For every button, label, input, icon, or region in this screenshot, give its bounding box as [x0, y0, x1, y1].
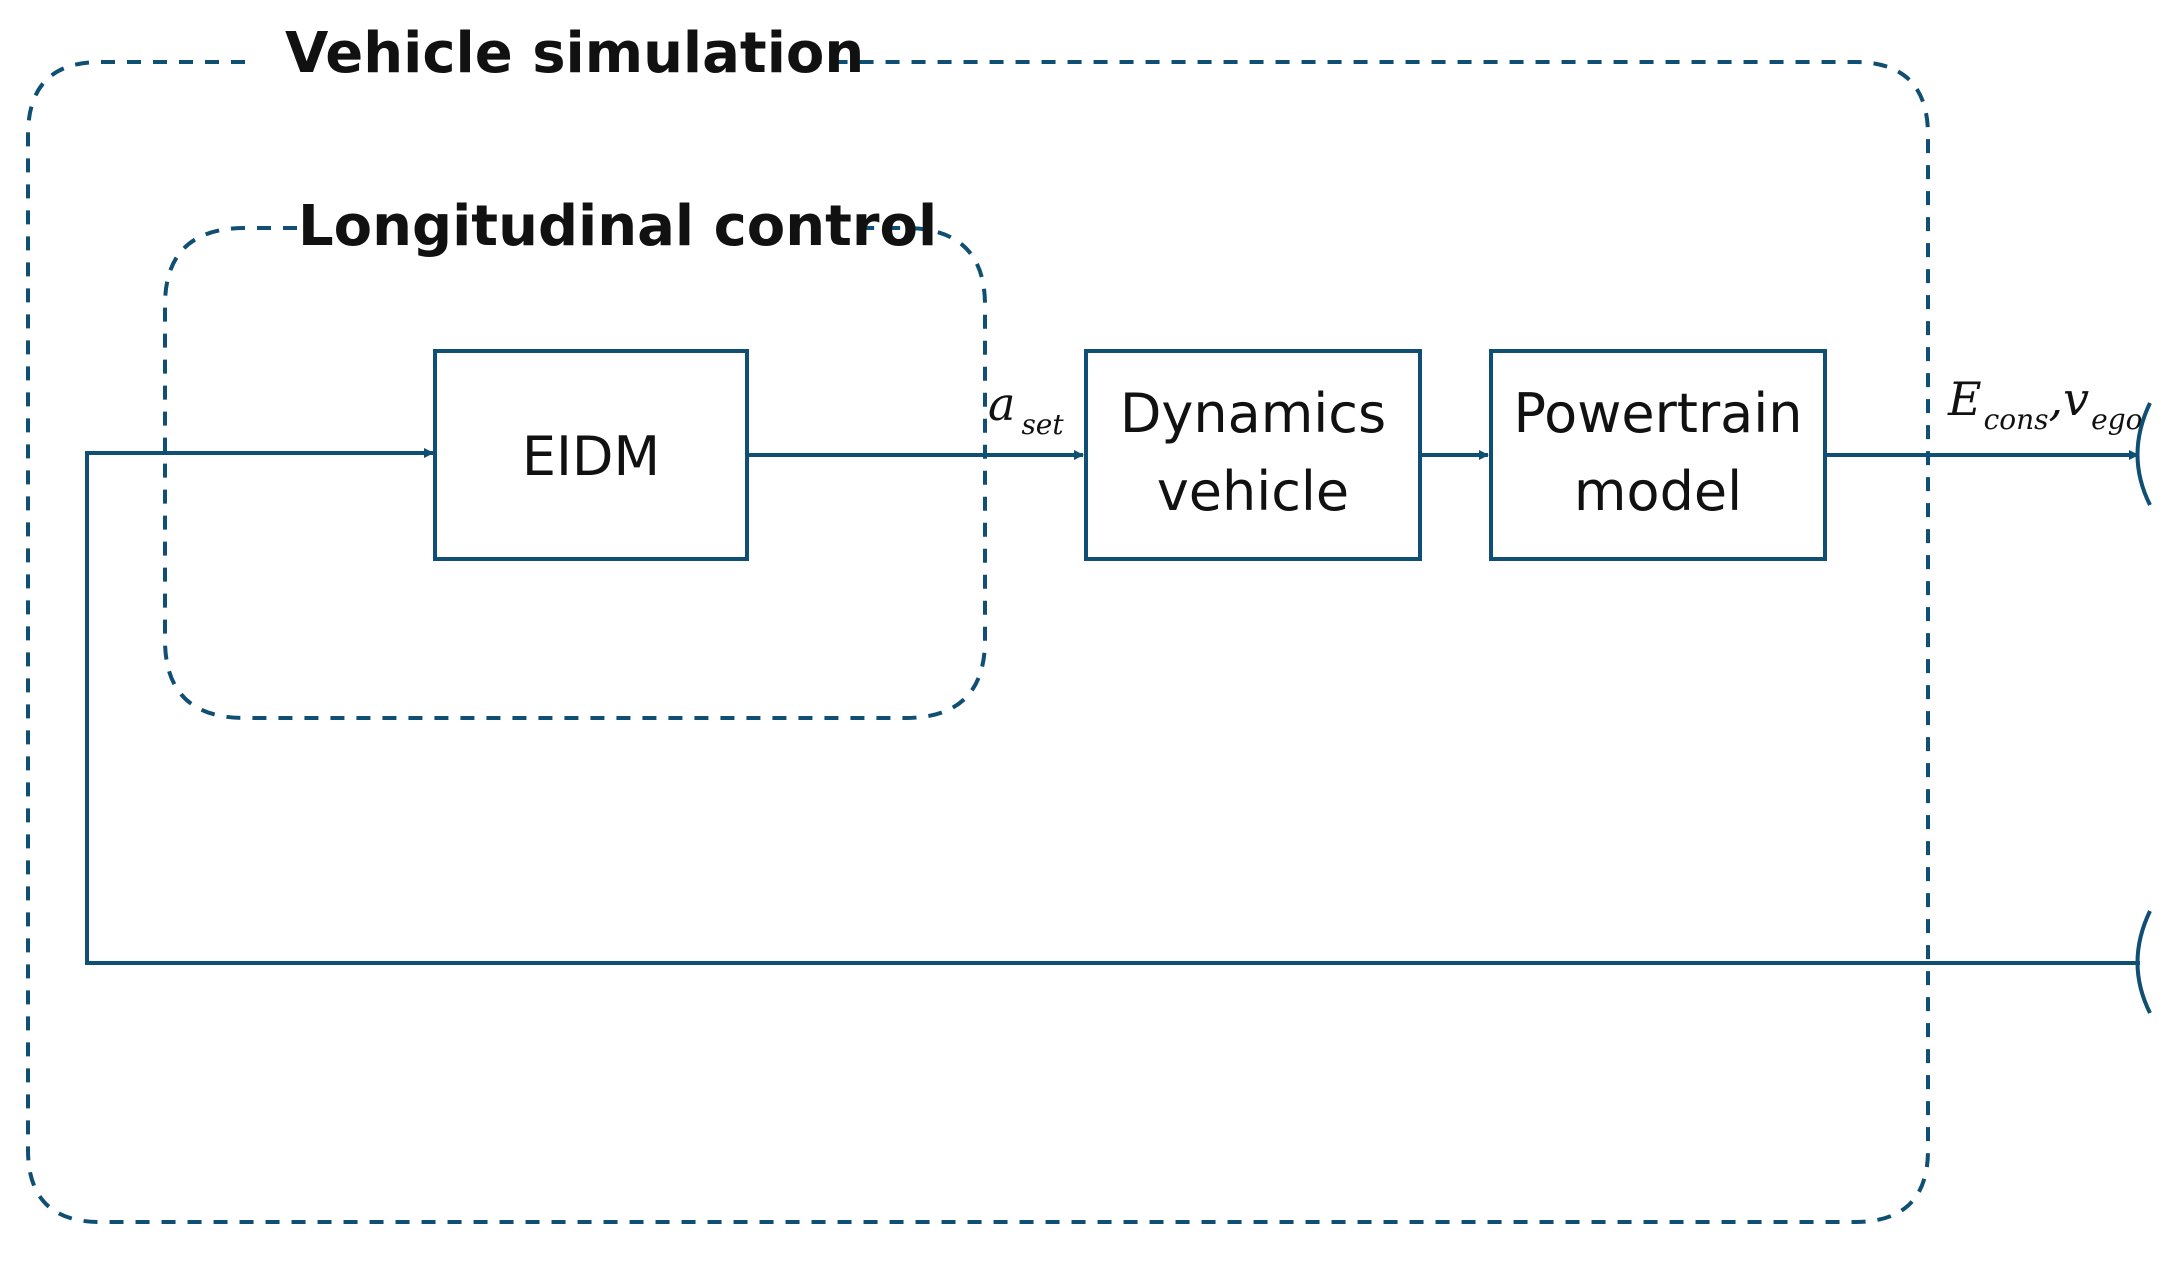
powertrain-model-label-line2: model [1574, 460, 1742, 523]
vehicle-simulation-boundary [26, 60, 1930, 1224]
e-cons-main: E [1947, 372, 1982, 426]
output-signals-label: Econs,vego [1947, 372, 2143, 436]
powertrain-model-block [1489, 349, 1827, 561]
e-cons-subscript: cons [1984, 403, 2049, 436]
dynamics-vehicle-label-line1: Dynamics [1120, 382, 1386, 445]
output-break-symbol [2135, 402, 2152, 506]
longitudinal-control-boundary [163, 226, 987, 720]
a-set-subscript: set [1021, 408, 1064, 441]
a-set-main: a [988, 377, 1015, 431]
dynamics-vehicle-label-line2: vehicle [1157, 460, 1349, 523]
longitudinal-control-title: Longitudinal control [298, 194, 937, 259]
powertrain-model-label-line1: Powertrain [1514, 382, 1803, 445]
output-separator: , [2049, 372, 2064, 426]
eidm-label: EIDM [522, 425, 660, 488]
v-ego-main: v [2063, 372, 2089, 426]
feedback-break-symbol [2135, 910, 2152, 1014]
v-ego-subscript: ego [2091, 403, 2142, 436]
feedback-loop-line [85, 451, 2140, 965]
eidm-block [433, 349, 749, 561]
vehicle-simulation-title: Vehicle simulation [285, 21, 864, 86]
